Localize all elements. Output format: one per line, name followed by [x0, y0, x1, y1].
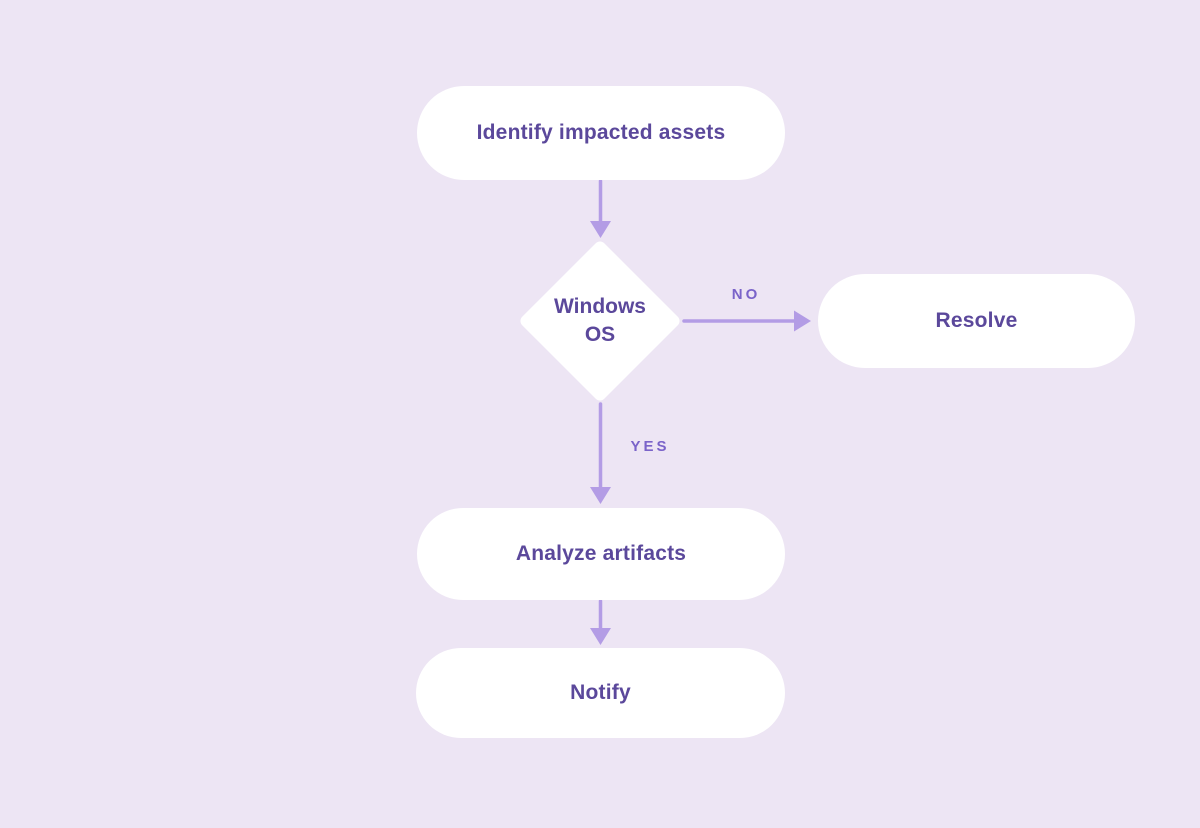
edge-analyze-to-notify — [590, 599, 611, 645]
node-resolve-label: Resolve — [935, 309, 1018, 332]
edge-decision-to-resolve — [682, 310, 811, 332]
node-analyze-label: Analyze artifacts — [515, 542, 687, 565]
edge-label-no: NO — [731, 286, 761, 303]
node-identify-label: Identify impacted assets — [476, 121, 726, 144]
node-decision-label: Windows OS — [542, 263, 658, 379]
node-decision-label-line2: OS — [584, 323, 616, 346]
node-decision-windows-os: Windows OS — [517, 238, 683, 404]
node-analyze-artifacts: Analyze artifacts — [417, 508, 785, 600]
node-notify-label: Notify — [570, 681, 631, 704]
edge-label-yes: YES — [630, 438, 670, 455]
node-notify: Notify — [416, 648, 785, 738]
edge-identify-to-decision — [590, 179, 611, 238]
node-decision-label-line1: Windows — [554, 295, 646, 318]
node-resolve: Resolve — [818, 274, 1135, 368]
node-identify-impacted-assets: Identify impacted assets — [417, 86, 785, 180]
